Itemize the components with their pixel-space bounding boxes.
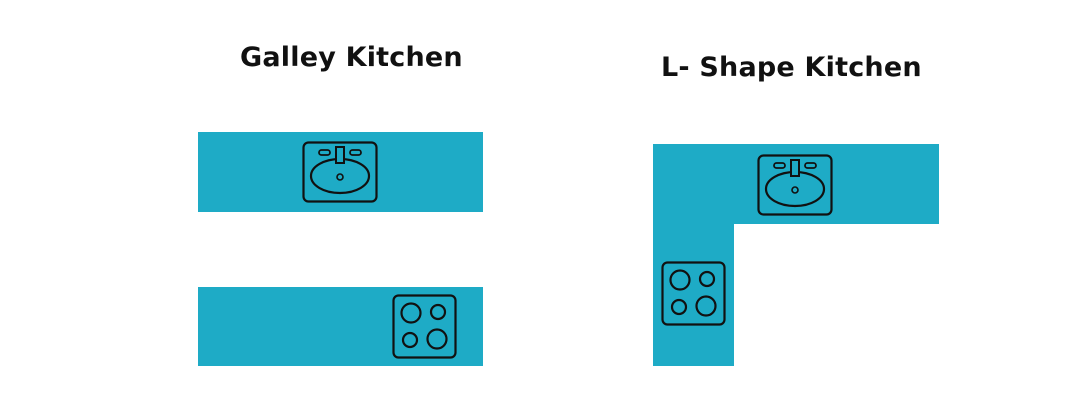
l-shape-kitchen-title: L- Shape Kitchen <box>661 52 922 83</box>
cooktop-icon <box>392 294 457 359</box>
cooktop-icon <box>661 261 726 326</box>
galley-top-counter <box>198 132 483 212</box>
l-shape-vertical-counter <box>653 144 734 366</box>
sink-icon <box>757 154 833 216</box>
sink-icon <box>302 141 378 203</box>
galley-bottom-counter <box>198 287 483 366</box>
galley-kitchen-title: Galley Kitchen <box>240 42 463 73</box>
